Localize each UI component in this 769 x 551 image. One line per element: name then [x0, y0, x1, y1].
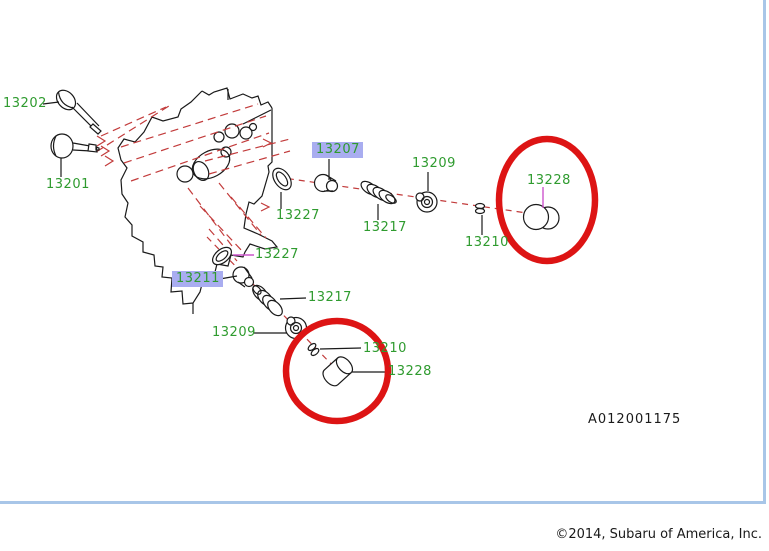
valve-lifter-13228-top-drawing	[522, 203, 560, 231]
part-label-13209[interactable]: 13209	[412, 156, 456, 171]
part-label-13201[interactable]: 13201	[46, 177, 90, 192]
diagram-frame	[0, 0, 766, 504]
part-label-13209[interactable]: 13209	[212, 325, 256, 340]
valve-seal-13227-bottom-drawing	[211, 246, 233, 266]
valve-seal-13227-top-drawing	[272, 167, 292, 191]
part-label-13227[interactable]: 13227	[255, 247, 299, 262]
valve-keeper-13210-top-drawing	[474, 202, 486, 215]
valve-spring-13217-bottom-drawing	[252, 284, 283, 317]
part-label-13228[interactable]: 13228	[527, 173, 571, 188]
copyright-text: ©2014, Subaru of America, Inc.	[555, 527, 762, 542]
highlight-circle-right	[495, 135, 599, 265]
leader-lines-black	[42, 101, 483, 373]
valve-13202-drawing	[55, 89, 102, 135]
part-label-13227[interactable]: 13227	[276, 208, 320, 223]
figure-id: A012001175	[588, 412, 682, 427]
part-13211-drawing	[232, 266, 255, 288]
part-label-13202[interactable]: 13202	[3, 96, 47, 111]
part-label-13228[interactable]: 13228	[388, 364, 432, 379]
leader-lines-magenta	[233, 187, 544, 256]
part-13207-drawing	[313, 173, 339, 193]
part-label-13217[interactable]: 13217	[308, 290, 352, 305]
highlight-circle-bottom	[282, 317, 392, 425]
valve-keeper-13210-bottom-drawing	[307, 342, 320, 357]
spring-retainer-13209-top-drawing	[415, 191, 438, 213]
engine-block-details	[176, 89, 272, 183]
part-label-13217[interactable]: 13217	[363, 220, 407, 235]
section-hatch-lines	[95, 103, 291, 262]
part-label-13210[interactable]: 13210	[465, 235, 509, 250]
part-label-13211[interactable]: 13211	[172, 271, 223, 287]
part-label-13207[interactable]: 13207	[312, 142, 363, 158]
valve-spring-13217-top-drawing	[360, 180, 397, 205]
valve-13201-drawing	[50, 133, 100, 159]
valve-lifter-13228-bottom-drawing	[322, 356, 354, 387]
part-label-13210[interactable]: 13210	[363, 341, 407, 356]
